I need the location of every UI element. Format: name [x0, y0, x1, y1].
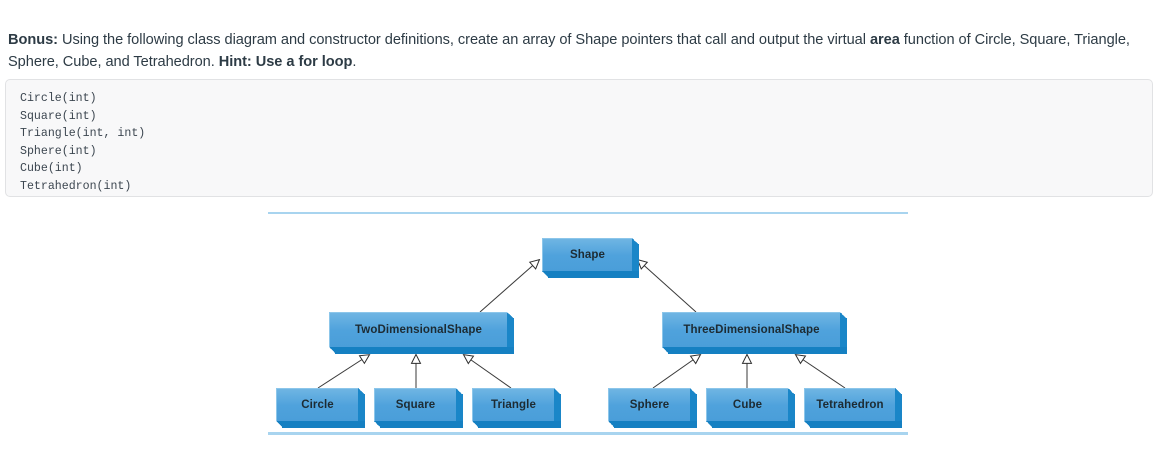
inheritance-arrows-layer: [317, 212, 846, 389]
class-node-sphere[interactable]: Sphere: [608, 388, 697, 428]
class-node-cube[interactable]: Cube: [706, 388, 795, 428]
class-node-label: ThreeDimensionalShape: [683, 324, 820, 336]
code-line: Cube(int): [20, 162, 83, 176]
arrow-threed-to-shape: [638, 260, 697, 313]
prompt-lead-label: Bonus:: [8, 31, 58, 48]
figure-top-rule: [268, 212, 908, 214]
class-node-circle[interactable]: Circle: [276, 388, 365, 428]
code-line: Tetrahedron(int): [20, 179, 132, 193]
code-line: Circle(int): [20, 92, 97, 105]
class-node-label: Triangle: [491, 399, 536, 411]
class-node-square[interactable]: Square: [374, 388, 463, 428]
class-node-label: Sphere: [629, 399, 670, 411]
class-node-label: Tetrahedron: [816, 399, 884, 411]
class-diagram-figure: Shape TwoDimensionalShape ThreeDimension…: [268, 212, 908, 435]
prompt-body-part-3: .: [352, 53, 357, 70]
arrow-tetrahedron-to-threed: [796, 355, 846, 389]
question-prompt: Bonus: Using the following class diagram…: [8, 29, 1160, 73]
arrow-twod-to-shape: [479, 260, 539, 313]
figure-bottom-rule: [268, 432, 908, 435]
prompt-emphasis-area: area: [869, 31, 900, 48]
class-node-shape[interactable]: Shape: [542, 238, 639, 278]
class-node-label: Cube: [732, 399, 763, 411]
arrow-circle-to-twod: [317, 355, 369, 389]
code-line: Square(int): [20, 109, 97, 123]
prompt-body-part-1: Using the following class diagram and co…: [57, 31, 870, 48]
class-node-label: Circle: [301, 399, 334, 411]
class-node-triangle[interactable]: Triangle: [472, 388, 561, 428]
code-line: Triangle(int, int): [20, 127, 146, 141]
code-line: Sphere(int): [20, 144, 97, 158]
prompt-hint-label: Hint: Use a for loop: [218, 53, 353, 70]
arrow-sphere-to-threed: [652, 355, 700, 389]
prompt-body-part-2: function of Circle, Square, Triangle, Sp…: [8, 31, 1130, 70]
class-node-label: Shape: [569, 249, 605, 261]
class-node-label: Square: [395, 399, 436, 411]
class-node-tetrahedron[interactable]: Tetrahedron: [804, 388, 902, 428]
class-node-threedimensionalshape[interactable]: ThreeDimensionalShape: [662, 312, 847, 354]
constructor-definitions-code-block: Circle(int) Square(int) Triangle(int, in…: [5, 79, 1153, 197]
arrow-triangle-to-twod: [464, 355, 512, 389]
class-node-label: TwoDimensionalShape: [355, 324, 482, 336]
class-node-twodimensionalshape[interactable]: TwoDimensionalShape: [329, 312, 514, 354]
